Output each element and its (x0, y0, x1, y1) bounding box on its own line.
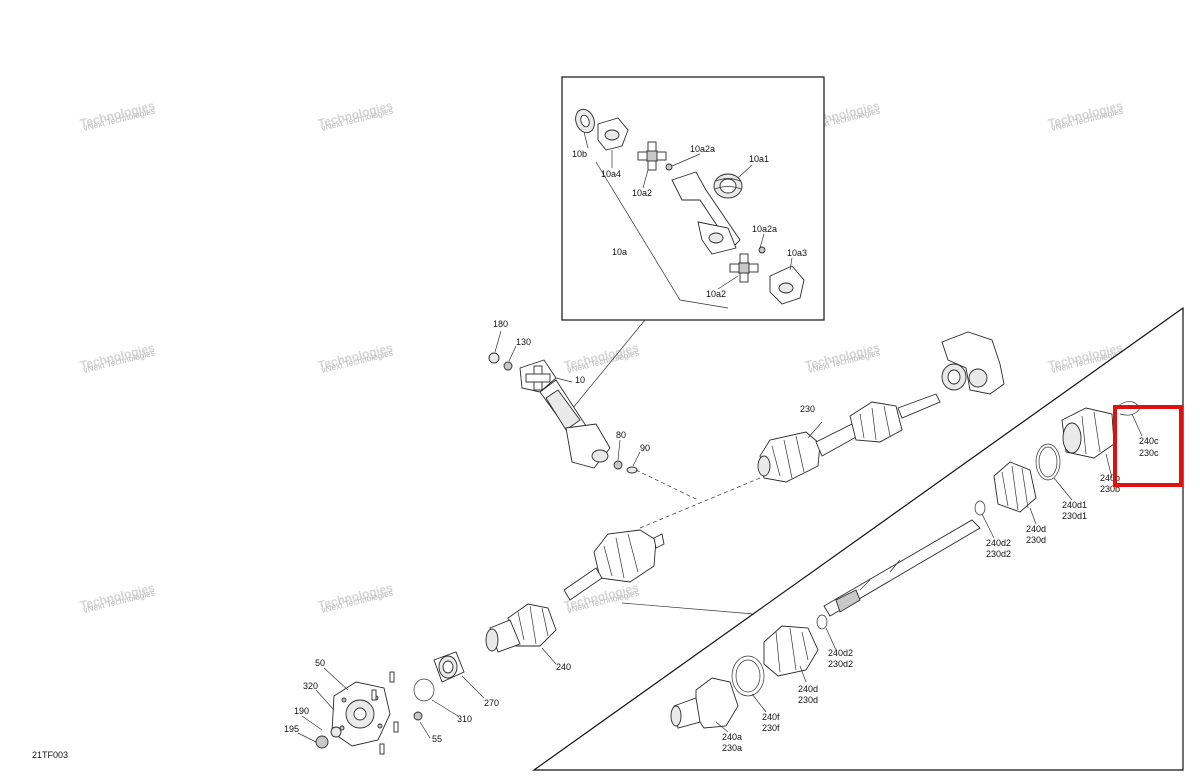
callout-10a2a-bottom: 10a2a (752, 224, 777, 234)
assembly-centerline (635, 469, 761, 529)
callout-180: 180 (493, 319, 508, 329)
axle-230 (757, 331, 1005, 483)
callout-230: 230 (800, 404, 815, 414)
callout-240d-bottom: 240d (798, 684, 818, 694)
callout-230f: 230f (762, 723, 780, 733)
callout-10b: 10b (572, 149, 587, 159)
callout-240c: 240c (1139, 436, 1159, 446)
callout-10a1: 10a1 (749, 154, 769, 164)
callout-230d2-bottom: 230d2 (828, 659, 853, 669)
callout-230c: 230c (1139, 448, 1159, 458)
callout-240d2-bottom: 240d2 (828, 648, 853, 658)
callout-230d-top: 230d (1026, 535, 1046, 545)
callout-80: 80 (616, 430, 626, 440)
callout-240d2-top: 240d2 (986, 538, 1011, 548)
callout-195: 195 (284, 724, 299, 734)
inset-leader-line (567, 319, 646, 415)
callout-230d2-top: 230d2 (986, 549, 1011, 559)
detail-triangle-frame (532, 306, 1184, 771)
callout-240d-top: 240d (1026, 524, 1046, 534)
hub-group (297, 651, 485, 755)
inset-labels: 10b 10a4 10a2 10a2a 10a1 10a 10a2a 10a3 … (572, 131, 807, 299)
callout-240b: 240b (1100, 473, 1120, 483)
prop-shaft-assembly (488, 330, 641, 474)
callout-240: 240 (556, 662, 571, 672)
inset-parts (575, 108, 805, 309)
axle-240 (485, 529, 665, 665)
callout-55: 55 (432, 734, 442, 744)
callout-130: 130 (516, 337, 531, 347)
callout-190: 190 (294, 706, 309, 716)
callout-10a2-bottom: 10a2 (706, 289, 726, 299)
callout-310: 310 (457, 714, 472, 724)
detail-leader-line (621, 602, 755, 615)
diagram-code: 21TF003 (32, 750, 68, 760)
detail-parts (670, 401, 1143, 733)
callout-230d1: 230d1 (1062, 511, 1087, 521)
callout-90: 90 (640, 443, 650, 453)
callout-10a3: 10a3 (787, 248, 807, 258)
callout-230d-bottom: 230d (798, 695, 818, 705)
callout-230a: 230a (722, 743, 742, 753)
callout-10: 10 (575, 375, 585, 385)
callout-240f: 240f (762, 712, 780, 722)
callout-10a: 10a (612, 247, 627, 257)
callout-320: 320 (303, 681, 318, 691)
callout-10a2a-top: 10a2a (690, 144, 715, 154)
callout-10a4: 10a4 (601, 169, 621, 179)
callout-240d1: 240d1 (1062, 500, 1087, 510)
detail-labels: 240c 230c 240b 230b 240d1 230d1 240d 230… (722, 436, 1159, 753)
callout-230b: 230b (1100, 484, 1120, 494)
callout-10a2-top: 10a2 (632, 188, 652, 198)
callout-240a: 240a (722, 732, 742, 742)
highlight-box (1113, 405, 1183, 487)
callout-270: 270 (484, 698, 499, 708)
callout-50: 50 (315, 658, 325, 668)
main-labels: 180 130 10 80 90 230 240 50 320 190 195 … (284, 319, 815, 744)
